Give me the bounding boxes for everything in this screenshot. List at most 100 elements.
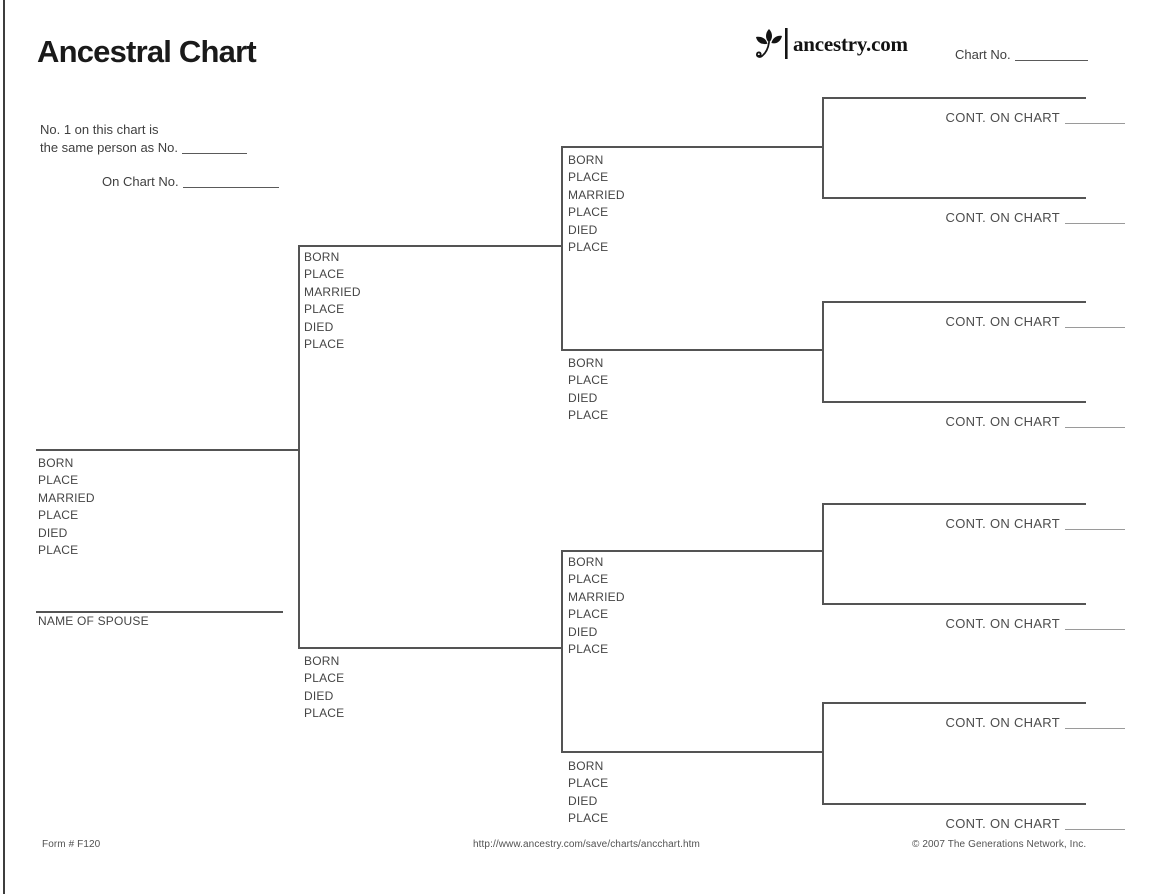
cont-blank <box>1065 818 1125 830</box>
place-label: PLACE <box>38 543 79 558</box>
died-label: DIED <box>568 624 598 639</box>
person-2-labels: BORN PLACE MARRIED PLACE DIED PLACE <box>304 249 361 353</box>
note-line-3: On Chart No. <box>40 173 279 191</box>
cont-blank <box>1065 416 1125 428</box>
place-label: PLACE <box>568 408 609 423</box>
person-10-line <box>822 301 1086 303</box>
chart-no-label: Chart No. <box>955 47 1011 62</box>
person-5-labels: BORN PLACE DIED PLACE <box>568 355 608 425</box>
same-person-blank <box>182 142 248 154</box>
chart-reference-note: No. 1 on this chart is the same person a… <box>40 121 279 191</box>
died-label: DIED <box>568 222 598 237</box>
paternal-grandparents-connector <box>561 146 563 351</box>
place-label: PLACE <box>304 267 345 282</box>
place-label: PLACE <box>568 642 609 657</box>
born-label: BORN <box>568 356 604 370</box>
place-label: PLACE <box>304 671 345 686</box>
person-4-line <box>561 146 823 148</box>
cont-on-chart-13: CONT. ON CHART <box>822 616 1125 631</box>
place-label: PLACE <box>568 776 609 791</box>
page-title: Ancestral Chart <box>37 34 257 69</box>
ancestry-logo: ancestry.com <box>752 27 908 61</box>
born-label: BORN <box>568 153 604 167</box>
died-label: DIED <box>304 688 334 703</box>
married-label: MARRIED <box>304 284 361 299</box>
cont-label: CONT. ON CHART <box>945 314 1060 329</box>
gg-parents-connector-1 <box>822 97 824 199</box>
person-1-labels: BORN PLACE MARRIED PLACE DIED PLACE <box>38 455 95 559</box>
cont-blank <box>1065 112 1125 124</box>
cont-on-chart-14: CONT. ON CHART <box>822 715 1125 730</box>
parents-connector <box>298 245 300 649</box>
place-label: PLACE <box>38 473 79 488</box>
cont-label: CONT. ON CHART <box>945 715 1060 730</box>
place-label: PLACE <box>568 811 609 826</box>
married-label: MARRIED <box>568 187 625 202</box>
note-line-2: the same person as No. <box>40 139 279 157</box>
form-number: Form # F120 <box>42 839 101 850</box>
person-5-line <box>561 349 823 351</box>
person-7-labels: BORN PLACE DIED PLACE <box>568 758 608 828</box>
footer-copyright: © 2007 The Generations Network, Inc. <box>912 839 1087 850</box>
person-15-line <box>822 803 1086 805</box>
spouse-line <box>36 611 283 613</box>
person-13-line <box>822 603 1086 605</box>
place-label: PLACE <box>568 607 609 622</box>
cont-on-chart-9: CONT. ON CHART <box>822 210 1125 225</box>
place-label: PLACE <box>568 373 609 388</box>
person-11-line <box>822 401 1086 403</box>
place-label: PLACE <box>568 205 609 220</box>
died-label: DIED <box>38 525 68 540</box>
born-label: BORN <box>568 759 604 773</box>
cont-label: CONT. ON CHART <box>945 210 1060 225</box>
cont-blank <box>1065 618 1125 630</box>
gg-parents-connector-4 <box>822 702 824 805</box>
born-label: BORN <box>38 456 74 470</box>
person-7-line <box>561 751 823 753</box>
place-label: PLACE <box>304 337 345 352</box>
ancestry-leaf-icon <box>756 28 788 59</box>
person-3-labels: BORN PLACE DIED PLACE <box>304 653 344 723</box>
cont-on-chart-15: CONT. ON CHART <box>822 816 1125 831</box>
place-label: PLACE <box>568 240 609 255</box>
died-label: DIED <box>304 319 334 334</box>
gg-parents-connector-2 <box>822 301 824 403</box>
person-2-line <box>298 245 562 247</box>
person-1-line <box>36 449 299 451</box>
person-3-line <box>298 647 562 649</box>
on-chart-blank <box>182 176 279 188</box>
cont-blank <box>1065 717 1125 729</box>
note-line-3-text: On Chart No. <box>102 174 179 189</box>
cont-on-chart-11: CONT. ON CHART <box>822 414 1125 429</box>
place-label: PLACE <box>568 170 609 185</box>
place-label: PLACE <box>304 302 345 317</box>
cont-label: CONT. ON CHART <box>945 816 1060 831</box>
cont-on-chart-10: CONT. ON CHART <box>822 314 1125 329</box>
chart-no-field: Chart No. <box>955 47 1088 62</box>
person-4-labels: BORN PLACE MARRIED PLACE DIED PLACE <box>568 152 625 256</box>
place-label: PLACE <box>568 572 609 587</box>
cont-blank <box>1065 212 1125 224</box>
gg-parents-connector-3 <box>822 503 824 605</box>
person-9-line <box>822 197 1086 199</box>
cont-blank <box>1065 316 1125 328</box>
born-label: BORN <box>304 250 340 264</box>
cont-on-chart-8: CONT. ON CHART <box>822 110 1125 125</box>
place-label: PLACE <box>304 706 345 721</box>
place-label: PLACE <box>38 508 79 523</box>
died-label: DIED <box>568 390 598 405</box>
brand-wordmark: ancestry.com <box>793 31 908 56</box>
born-label: BORN <box>304 654 340 668</box>
cont-label: CONT. ON CHART <box>945 616 1060 631</box>
person-6-labels: BORN PLACE MARRIED PLACE DIED PLACE <box>568 554 625 658</box>
person-12-line <box>822 503 1086 505</box>
cont-blank <box>1065 518 1125 530</box>
died-label: DIED <box>568 793 598 808</box>
cont-label: CONT. ON CHART <box>945 110 1060 125</box>
cont-label: CONT. ON CHART <box>945 414 1060 429</box>
married-label: MARRIED <box>38 490 95 505</box>
maternal-grandparents-connector <box>561 550 563 753</box>
person-14-line <box>822 702 1086 704</box>
cont-on-chart-12: CONT. ON CHART <box>822 516 1125 531</box>
person-8-line <box>822 97 1086 99</box>
